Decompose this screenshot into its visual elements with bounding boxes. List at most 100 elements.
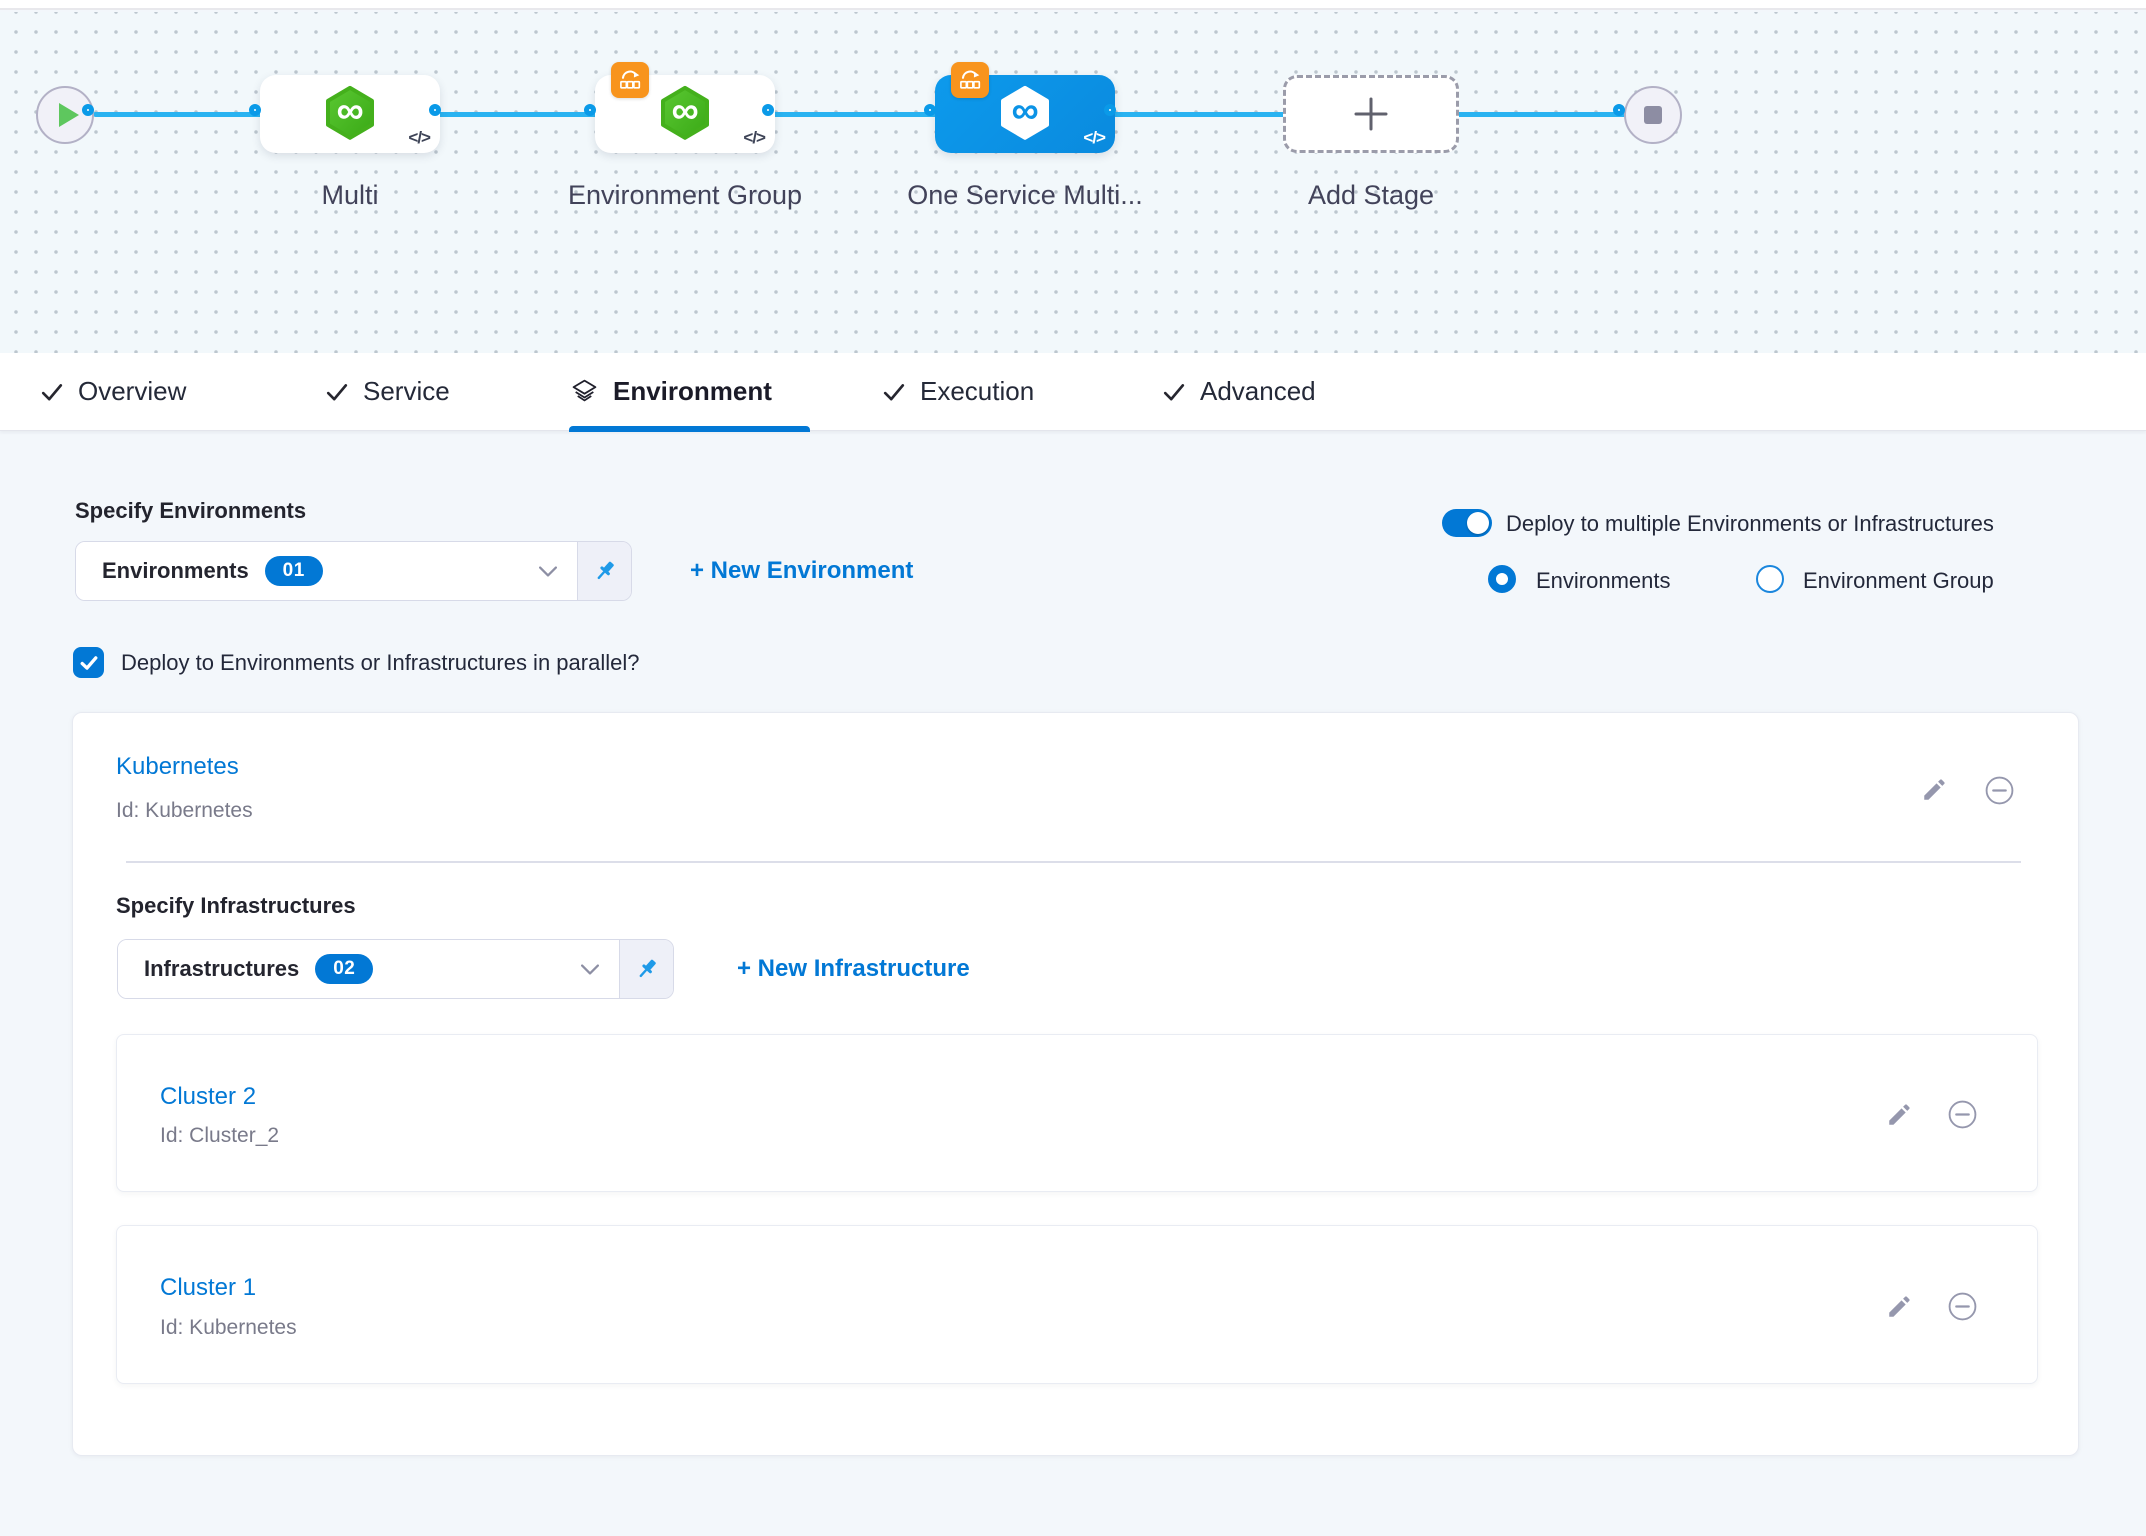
- environments-select[interactable]: Environments 01: [75, 541, 632, 601]
- stage-label-one-service-multi: One Service Multi...: [907, 180, 1143, 210]
- infrastructure-id-text: Id: Cluster_2: [160, 1124, 280, 1147]
- code-icon: </>: [1083, 128, 1106, 147]
- new-environment-link[interactable]: + New Environment: [690, 557, 914, 584]
- tab-label: Execution: [920, 376, 1035, 406]
- connector-port: [429, 104, 441, 116]
- stage-tabbar: Overview Service Environment Execution A…: [0, 353, 2146, 432]
- pin-button[interactable]: [577, 542, 631, 600]
- connector-port: [82, 104, 94, 116]
- harness-hexagon-icon: ∞: [998, 84, 1052, 142]
- specify-infrastructures-label: Specify Infrastructures: [116, 893, 356, 918]
- infrastructure-id-text: Id: Kubernetes: [160, 1316, 297, 1339]
- add-stage-button[interactable]: [1283, 75, 1459, 153]
- connector-port: [924, 104, 936, 116]
- play-icon: [58, 103, 79, 127]
- environments-select-value[interactable]: Environments 01: [76, 542, 577, 600]
- chevron-down-icon[interactable]: [581, 963, 599, 975]
- tab-service[interactable]: Service: [326, 353, 450, 430]
- minus-circle-icon: [1985, 776, 2014, 805]
- remove-infrastructure-button[interactable]: [1947, 1291, 1978, 1322]
- edit-infrastructure-button[interactable]: [1886, 1293, 1913, 1320]
- check-icon: [326, 383, 348, 400]
- edit-environment-button[interactable]: [1921, 776, 1948, 803]
- stage-node-one-service-multi[interactable]: ∞ </>: [935, 62, 1115, 153]
- harness-hexagon-icon: ∞: [323, 84, 377, 142]
- tab-execution[interactable]: Execution: [883, 353, 1034, 430]
- infrastructures-select[interactable]: Infrastructures 02: [117, 939, 674, 999]
- environment-tab-content: Specify Environments Environments 01: [0, 432, 2146, 1536]
- tab-label: Service: [363, 376, 450, 406]
- top-strip: [0, 0, 2146, 10]
- deploy-multiple-toggle[interactable]: [1442, 509, 1492, 537]
- tab-label: Overview: [78, 376, 187, 406]
- connector-port: [584, 104, 596, 116]
- environment-name-link[interactable]: Kubernetes: [116, 753, 239, 780]
- select-value-text: Infrastructures: [144, 956, 300, 981]
- toggle-knob: [1467, 512, 1489, 534]
- pipeline-connector-line: [93, 112, 1634, 117]
- pin-button[interactable]: [619, 940, 673, 998]
- add-stage-label: Add Stage: [1307, 180, 1435, 210]
- radio-environment-group[interactable]: [1756, 565, 1784, 593]
- select-value-text: Environments: [102, 558, 249, 583]
- pencil-icon: [1889, 1296, 1910, 1317]
- infinity-glyph: ∞: [336, 89, 364, 132]
- check-icon: [41, 383, 63, 400]
- pipeline-canvas[interactable]: ∞ </> Multi ∞ </> Environment Grou: [0, 12, 2146, 353]
- environment-id-text: Id: Kubernetes: [116, 799, 253, 822]
- pipeline-start-node: [36, 86, 94, 144]
- radio-environment-group-label[interactable]: Environment Group: [1803, 568, 1994, 593]
- new-infrastructure-link[interactable]: + New Infrastructure: [737, 955, 970, 982]
- environment-layers-icon: [572, 379, 597, 402]
- radio-environments-label[interactable]: Environments: [1536, 568, 1671, 593]
- pencil-icon: [1924, 779, 1945, 800]
- tab-environment[interactable]: Environment: [571, 353, 772, 430]
- infrastructure-name-link[interactable]: Cluster 2: [160, 1083, 257, 1110]
- infrastructures-count-badge: 02: [315, 954, 374, 984]
- edit-infrastructure-button[interactable]: [1886, 1101, 1913, 1128]
- minus-circle-icon: [1948, 1100, 1977, 1129]
- rolling-deploy-badge-icon: [611, 62, 649, 98]
- infrastructure-card-cluster-2: Cluster 2 Id: Cluster_2: [116, 1034, 2038, 1192]
- stage-label-environment-group: Environment Group: [567, 180, 803, 210]
- stop-icon: [1644, 106, 1662, 124]
- chevron-down-icon[interactable]: [539, 565, 557, 577]
- tab-advanced[interactable]: Advanced: [1163, 353, 1316, 430]
- environment-card-kubernetes: Kubernetes Id: Kubernetes Specify Infras…: [72, 712, 2079, 1456]
- infrastructure-card-cluster-1: Cluster 1 Id: Kubernetes: [116, 1225, 2038, 1384]
- infrastructures-select-value[interactable]: Infrastructures 02: [118, 940, 619, 998]
- connector-port: [249, 104, 261, 116]
- pipeline-end-node: [1624, 86, 1682, 144]
- pushpin-icon: [639, 959, 656, 978]
- code-icon: </>: [743, 128, 766, 147]
- remove-infrastructure-button[interactable]: [1947, 1099, 1978, 1130]
- tab-overview[interactable]: Overview: [41, 353, 186, 430]
- deploy-multiple-label: Deploy to multiple Environments or Infra…: [1506, 511, 1994, 536]
- infinity-glyph: ∞: [671, 89, 699, 132]
- tab-label: Environment: [613, 376, 772, 406]
- environments-count-badge: 01: [264, 556, 323, 586]
- radio-environments[interactable]: [1488, 565, 1516, 593]
- tab-label: Advanced: [1200, 376, 1316, 406]
- stage-label-multi: Multi: [321, 180, 379, 210]
- parallel-checkbox-label[interactable]: Deploy to Environments or Infrastructure…: [121, 650, 640, 675]
- stage-node-multi[interactable]: ∞ </>: [260, 75, 440, 153]
- pencil-icon: [1889, 1104, 1910, 1125]
- stage-node-environment-group[interactable]: ∞ </>: [595, 62, 775, 153]
- connector-port: [762, 104, 774, 116]
- parallel-checkbox[interactable]: [73, 647, 104, 678]
- minus-circle-icon: [1948, 1292, 1977, 1321]
- remove-environment-button[interactable]: [1984, 775, 2015, 806]
- connector-port: [1104, 104, 1116, 116]
- infinity-glyph: ∞: [1011, 89, 1039, 132]
- plus-icon: [1354, 97, 1388, 131]
- pushpin-icon: [597, 561, 614, 580]
- check-icon: [80, 655, 97, 670]
- specify-environments-label: Specify Environments: [75, 498, 307, 523]
- card-divider: [126, 861, 2021, 863]
- infrastructure-name-link[interactable]: Cluster 1: [160, 1274, 257, 1301]
- active-tab-underline: [569, 426, 810, 432]
- code-icon: </>: [408, 128, 431, 147]
- check-icon: [883, 383, 905, 400]
